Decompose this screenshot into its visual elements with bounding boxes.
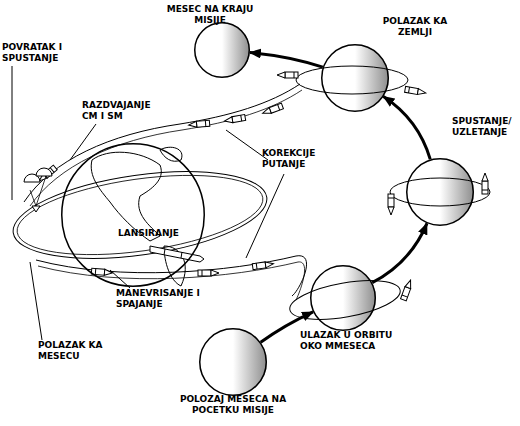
node-label: POLAZAK KA ZEMLJI — [374, 16, 456, 38]
earth-globe: LANSIRANJE — [61, 143, 205, 287]
node-outline — [406, 158, 474, 226]
parachute — [36, 168, 52, 176]
moon-circle: POLOZAJ MESECA NA POCETKU MISIJE — [199, 328, 267, 396]
lunar-orbit — [287, 274, 403, 327]
node-outline-circle — [195, 23, 250, 78]
moon-shade — [406, 158, 474, 226]
node-outline-circle — [311, 266, 376, 331]
launch-rocket — [164, 249, 165, 255]
node-outline — [199, 328, 267, 396]
leader-line — [70, 124, 96, 160]
node-label: ULAZAK U ORBITU OKO MMESECA — [300, 330, 400, 352]
spacecraft — [388, 194, 394, 215]
leader-line — [226, 130, 268, 160]
spacecraft — [198, 270, 219, 276]
callout-label: RAZDVAJANJE CM I SM — [82, 100, 160, 122]
earth-orbit — [12, 162, 268, 268]
sequence-arrow — [250, 53, 323, 68]
moon-shade — [321, 44, 389, 112]
spacecraft — [401, 279, 414, 301]
sequence-arrow — [372, 223, 427, 282]
callout-label: MANEVRISANJE I SPAJANJE — [116, 288, 202, 310]
lunar-orbit — [296, 66, 408, 94]
moon-circle: ULAZAK U ORBITU OKO MMESECA — [310, 265, 376, 331]
leader-line — [30, 262, 42, 340]
moon-shade — [310, 265, 376, 331]
spacecraft — [224, 114, 246, 124]
leader-line — [12, 66, 13, 200]
moon-circle: POLAZAK KA ZEMLJI — [321, 44, 389, 112]
moon-circle: SPUSTANJE/ UZLETANJE — [406, 158, 474, 226]
moon-shade — [194, 22, 250, 78]
node-label: SPUSTANJE/ UZLETANJE — [452, 116, 518, 138]
spacecraft — [277, 72, 298, 78]
spacecraft — [252, 261, 274, 270]
continent — [91, 152, 161, 241]
spacecraft — [482, 173, 488, 194]
parachute-lines — [30, 176, 46, 206]
earth-orbit — [8, 158, 273, 273]
node-label: MESEC NA KRAJU MISIJE — [160, 4, 260, 26]
node-outline-circle — [62, 144, 205, 287]
moon-circle: MESEC NA KRAJU MISIJE — [194, 22, 250, 78]
node-outline — [321, 44, 389, 112]
earth-fill — [61, 143, 205, 287]
node-outline — [61, 143, 205, 287]
sequence-arrow — [383, 97, 430, 160]
spacecraft — [188, 120, 209, 128]
leader-line — [246, 174, 284, 258]
callout-label: POLAZAK KA MESECU — [38, 340, 112, 362]
capsule — [32, 206, 40, 212]
node-outline-circle — [407, 159, 474, 226]
launch-rocket — [181, 252, 182, 258]
callout-label: KOREKCIJE PUTANJE — [262, 148, 330, 170]
spacecraft — [405, 86, 427, 96]
spacecraft — [262, 103, 284, 116]
callout-label: POVRATAK I SPUSTANJE — [2, 42, 76, 64]
return-trajectory — [30, 90, 302, 206]
moon-shade — [199, 328, 267, 396]
return-trajectory — [24, 84, 300, 202]
node-outline-circle — [200, 329, 267, 396]
node-outline — [194, 22, 250, 78]
lunar-orbit — [390, 178, 490, 206]
node-outline-circle — [322, 45, 389, 112]
node-label: LANSIRANJE — [118, 228, 184, 239]
node-label: POLOZAJ MESECA NA POCETKU MISIJE — [158, 394, 308, 416]
node-outline — [310, 265, 376, 331]
